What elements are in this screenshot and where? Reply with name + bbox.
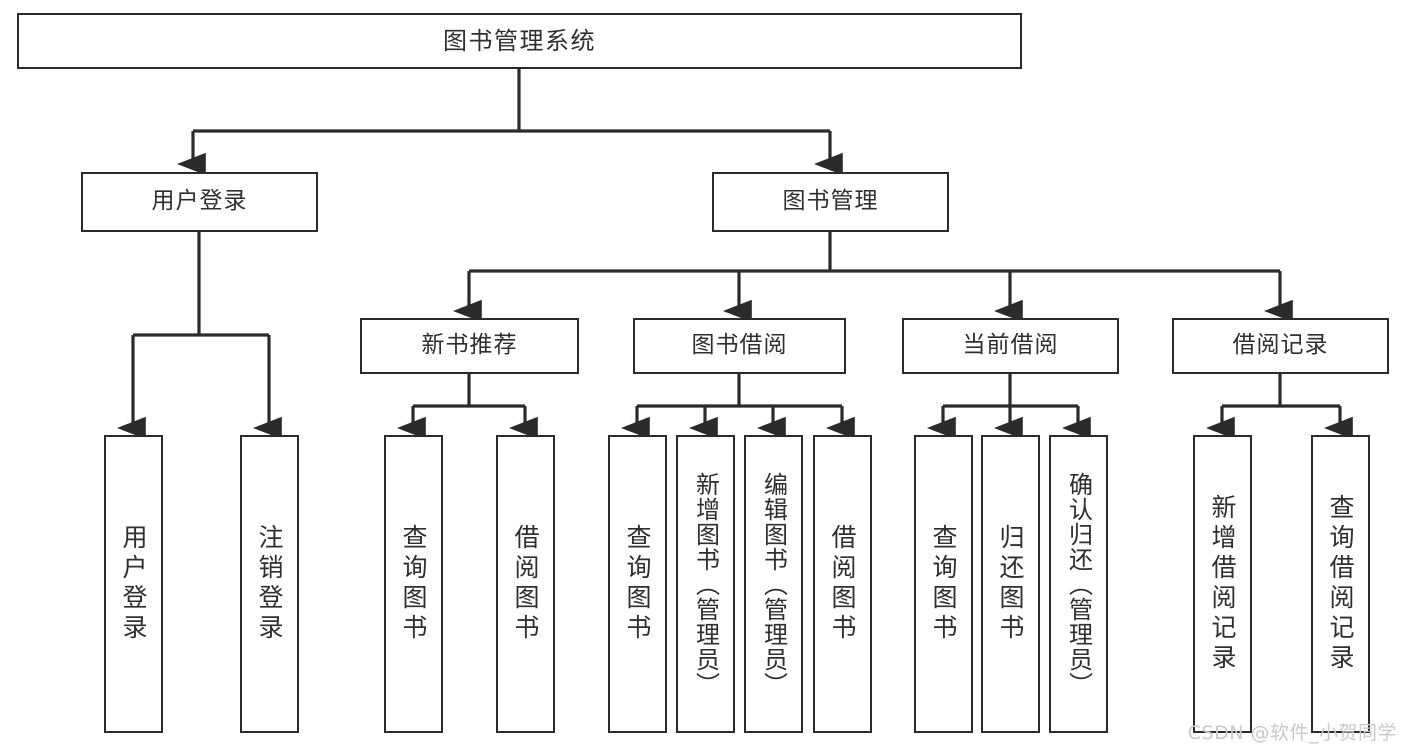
- node-label: 归还图书: [996, 524, 1025, 644]
- node-label: 查询图书: [929, 524, 958, 644]
- node-label: 借阅图书: [511, 524, 540, 644]
- leaf-borrow-book-recommend[interactable]: 借阅图书: [496, 435, 555, 733]
- node-borrow-record[interactable]: 借阅记录: [1172, 318, 1389, 374]
- node-label: 新增图书（管理员）: [691, 471, 720, 697]
- leaf-query-book-borrow[interactable]: 查询图书: [608, 435, 667, 733]
- leaf-query-book-current[interactable]: 查询图书: [914, 435, 973, 733]
- node-label: 借阅图书: [828, 524, 857, 644]
- leaf-return-book[interactable]: 归还图书: [981, 435, 1040, 733]
- node-label: 新增借阅记录: [1208, 494, 1237, 674]
- leaf-logout[interactable]: 注销登录: [240, 435, 299, 733]
- node-label: 用户登录: [119, 524, 148, 644]
- leaf-user-login[interactable]: 用户登录: [104, 435, 163, 733]
- node-label: 图书管理: [782, 188, 879, 215]
- leaf-borrow-book[interactable]: 借阅图书: [813, 435, 872, 733]
- node-label: 图书管理系统: [443, 26, 596, 55]
- node-label: 注销登录: [255, 524, 284, 644]
- node-label: 查询借阅记录: [1326, 494, 1355, 674]
- node-label: 图书借阅: [691, 332, 788, 359]
- node-new-book-recommend[interactable]: 新书推荐: [360, 318, 579, 374]
- node-book-borrow[interactable]: 图书借阅: [633, 318, 846, 374]
- node-label: 用户登录: [151, 188, 248, 215]
- node-label: 借阅记录: [1232, 332, 1329, 359]
- node-label: 查询图书: [623, 524, 652, 644]
- leaf-edit-book-admin[interactable]: 编辑图书（管理员）: [744, 435, 803, 733]
- leaf-add-borrow-record[interactable]: 新增借阅记录: [1193, 435, 1252, 733]
- node-user-login[interactable]: 用户登录: [81, 172, 318, 232]
- node-label: 新书推荐: [421, 332, 518, 359]
- node-root-system[interactable]: 图书管理系统: [17, 13, 1022, 69]
- leaf-confirm-return-admin[interactable]: 确认归还（管理员）: [1049, 435, 1108, 733]
- csdn-watermark: CSDN @软件_小贺同学: [1187, 722, 1397, 744]
- leaf-add-book-admin[interactable]: 新增图书（管理员）: [676, 435, 735, 733]
- node-label: 当前借阅: [962, 332, 1059, 359]
- leaf-query-borrow-record[interactable]: 查询借阅记录: [1311, 435, 1370, 733]
- node-label: 查询图书: [399, 524, 428, 644]
- node-book-management[interactable]: 图书管理: [712, 172, 949, 232]
- node-label: 编辑图书（管理员）: [759, 471, 788, 697]
- leaf-query-book-recommend[interactable]: 查询图书: [384, 435, 443, 733]
- node-current-borrow[interactable]: 当前借阅: [902, 318, 1119, 374]
- node-label: 确认归还（管理员）: [1064, 471, 1093, 697]
